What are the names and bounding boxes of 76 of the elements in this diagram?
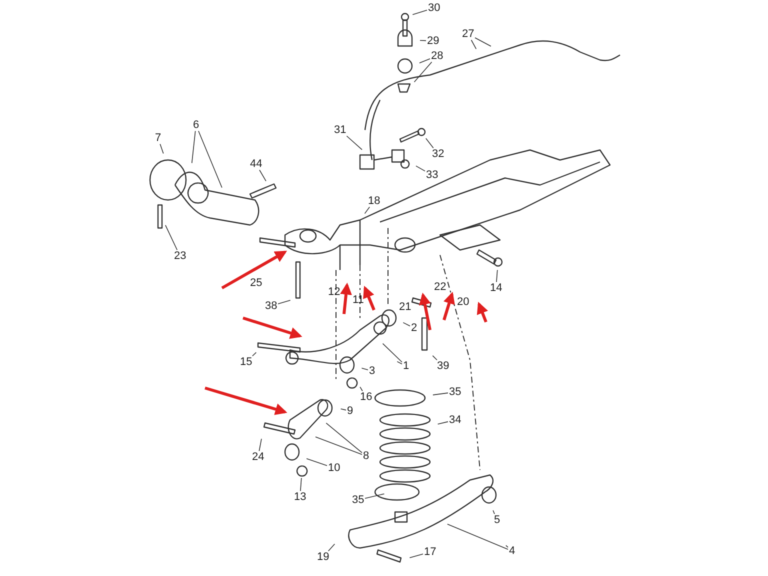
callout-number: 32 [431, 148, 446, 160]
leader-line [259, 170, 266, 182]
leader-line [326, 422, 362, 454]
leader-line [416, 166, 426, 172]
callout-number: 35 [448, 386, 462, 398]
leader-line [258, 438, 262, 452]
callout-number: 21 [398, 301, 412, 313]
callout-number: 12 [327, 286, 342, 298]
leader-line [437, 421, 448, 425]
leader-line [346, 136, 362, 150]
leader-line [474, 37, 492, 47]
leader-line [340, 408, 346, 410]
callout-number: 9 [346, 405, 354, 417]
leader-line [412, 10, 428, 16]
callout-number: 13 [293, 491, 308, 503]
leader-line [432, 355, 438, 360]
leader-line [419, 58, 430, 64]
callout-number: 19 [316, 551, 330, 563]
callout-number: 31 [333, 124, 348, 136]
callout-number: 4 [508, 545, 516, 557]
callout-number: 29 [426, 35, 440, 47]
leader-line [360, 386, 363, 392]
callout-number: 6 [192, 119, 200, 131]
callout-number: 15 [239, 356, 254, 368]
leader-line [364, 493, 385, 499]
callout-number: 35 [351, 494, 366, 506]
callout-number: 33 [425, 169, 440, 181]
callout-number: 30 [427, 2, 442, 14]
callout-number: 2 [410, 322, 418, 334]
leader-line [315, 436, 362, 455]
callout-number: 28 [430, 50, 444, 62]
callout-number: 7 [154, 132, 162, 144]
leader-line [300, 478, 302, 492]
leader-line [426, 138, 434, 148]
callout-number: 22 [433, 281, 448, 293]
leader-line [432, 392, 448, 396]
callout-number: 3 [368, 365, 376, 377]
callout-number: 8 [362, 450, 370, 462]
leader-line [328, 544, 336, 552]
leader-line [278, 300, 291, 304]
callout-number: 10 [327, 462, 342, 474]
leader-line [420, 40, 426, 42]
callout-number: 25 [249, 277, 264, 289]
leader-line [470, 40, 477, 50]
leader-line [414, 62, 432, 82]
callout-number: 18 [367, 195, 382, 207]
leader-line [409, 554, 424, 558]
leader-line [364, 206, 370, 214]
callout-number: 39 [436, 360, 450, 372]
leader-line [165, 224, 178, 250]
leader-line [492, 510, 495, 514]
callout-number: 38 [264, 300, 278, 312]
leader-line [496, 270, 498, 282]
callout-number: 44 [249, 158, 264, 170]
callout-number: 17 [423, 546, 438, 558]
leader-line [506, 545, 508, 548]
leader-line [382, 343, 402, 363]
leader-line [306, 458, 328, 466]
leader-line [446, 524, 508, 550]
leader-line [402, 322, 410, 326]
leader-line [396, 361, 402, 364]
callout-number: 34 [448, 414, 462, 426]
callout-number: 5 [493, 514, 502, 526]
leader-line [198, 130, 222, 188]
leader-line [160, 144, 164, 154]
callout-number: 11 [352, 294, 365, 306]
callout-number: 20 [456, 296, 470, 308]
callout-number: 23 [173, 250, 188, 262]
leader-line [252, 352, 257, 356]
callout-number: 27 [461, 28, 476, 40]
callout-number: 24 [251, 451, 266, 463]
callout-number: 1 [402, 360, 410, 372]
leader-line [191, 130, 196, 164]
callout-number: 14 [489, 282, 504, 294]
leader-line [361, 368, 368, 370]
callout-number: 16 [359, 391, 374, 403]
